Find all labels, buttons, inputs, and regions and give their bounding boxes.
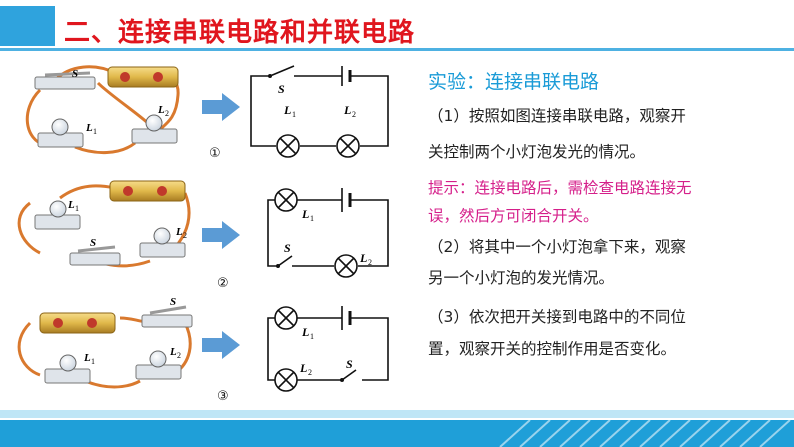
arrow-icon bbox=[202, 93, 240, 121]
setup1-label-l1-sub: 1 bbox=[93, 127, 97, 136]
setup-2-photo: L 1 L 2 S bbox=[17, 180, 191, 268]
circuit1-label-s: S bbox=[278, 82, 285, 96]
setup1-label-l2: L bbox=[157, 104, 165, 116]
setup3-label-l1: L bbox=[83, 352, 91, 364]
physical-setups: S L 1 L 2 L 1 L 2 S S L 1 L 2 bbox=[17, 65, 193, 389]
circuit1-label-l2-sub: 2 bbox=[352, 110, 356, 119]
circuit-diagram-3: L 1 L 2 S bbox=[267, 306, 389, 392]
circuit2-label-l2: L bbox=[359, 251, 367, 265]
hint-line2: 误，然后方可闭合开关。 bbox=[428, 207, 599, 225]
hint-line1: 提示：连接电路后，需检查电路连接无 bbox=[428, 179, 692, 197]
setup3-label-l1-sub: 1 bbox=[91, 357, 95, 366]
setup-3-photo: S L 1 L 2 bbox=[17, 296, 193, 389]
step2-line1: （2）将其中一个小灯泡拿下来，观察 bbox=[428, 238, 686, 256]
step2-line2: 另一个小灯泡的发光情况。 bbox=[428, 269, 615, 287]
step1-line1: （1）按照如图连接串联电路，观察开 bbox=[428, 107, 686, 125]
setup1-label-l1: L bbox=[85, 122, 93, 134]
circuit3-label-l2-sub: 2 bbox=[308, 368, 312, 377]
setup2-label-l1-sub: 1 bbox=[75, 204, 79, 213]
setup2-label-s: S bbox=[90, 237, 96, 249]
title-accent-bar bbox=[0, 6, 55, 46]
circuit3-label-l1: L bbox=[301, 325, 309, 339]
circuit2-label-s: S bbox=[284, 241, 291, 255]
circuit2-label-l2-sub: 2 bbox=[368, 258, 372, 267]
circuit-diagram-1: S L 1 L 2 bbox=[250, 65, 389, 158]
setup-1-photo: S L 1 L 2 bbox=[25, 65, 180, 155]
circuit1-label-l2: L bbox=[343, 103, 351, 117]
circuit1-label-l1-sub: 1 bbox=[292, 110, 296, 119]
circuit3-label-l2: L bbox=[299, 361, 307, 375]
arrow-icon bbox=[202, 331, 240, 359]
circuit3-label-s: S bbox=[346, 357, 353, 371]
circuit-diagram-2: L 1 S L 2 bbox=[267, 188, 389, 278]
step3-line1: （3）依次把开关接到电路中的不同位 bbox=[428, 308, 686, 326]
setup3-label-s: S bbox=[170, 296, 176, 308]
step3-line2: 置，观察开关的控制作用是否变化。 bbox=[428, 340, 677, 358]
circuit3-label-l1-sub: 1 bbox=[310, 332, 314, 341]
bottom-decor-stripe bbox=[0, 410, 794, 447]
setup2-label-l2: L bbox=[175, 226, 183, 238]
setup1-label-l2-sub: 2 bbox=[165, 109, 169, 118]
setup3-label-l2: L bbox=[169, 346, 177, 358]
setup2-label-l1: L bbox=[67, 199, 75, 211]
diagram-number-2: ② bbox=[217, 276, 229, 291]
circuit1-label-l1: L bbox=[283, 103, 291, 117]
setup2-label-l2-sub: 2 bbox=[183, 231, 187, 240]
circuit2-label-l1: L bbox=[301, 207, 309, 221]
setup3-label-l2-sub: 2 bbox=[177, 351, 181, 360]
page-title: 二、连接串联电路和并联电路 bbox=[64, 18, 416, 48]
diagram-number-3: ③ bbox=[217, 389, 229, 404]
experiment-heading: 实验：连接串联电路 bbox=[428, 71, 600, 93]
setup1-label-s: S bbox=[72, 68, 78, 80]
circuit2-label-l1-sub: 1 bbox=[310, 214, 314, 223]
title-underline bbox=[0, 48, 794, 51]
step1-line2: 关控制两个小灯泡发光的情况。 bbox=[428, 143, 646, 161]
arrow-icon bbox=[202, 221, 240, 249]
diagram-number-1: ① bbox=[209, 146, 221, 161]
